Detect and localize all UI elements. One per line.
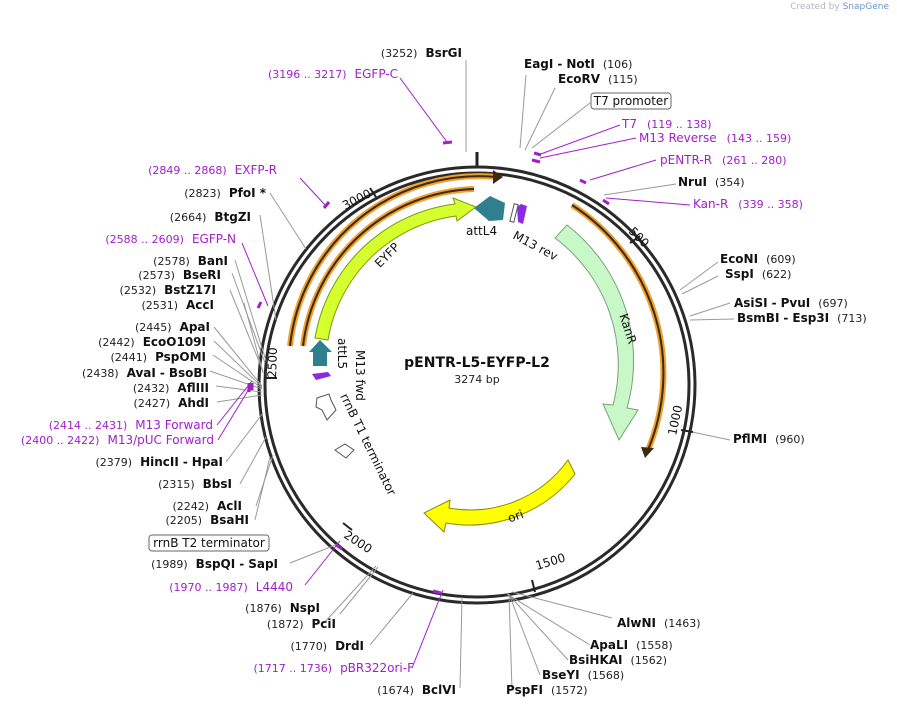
kanr-orf-inner bbox=[571, 204, 665, 451]
enzyme-eco0109i[interactable]: (2442)EcoO109I bbox=[98, 335, 206, 349]
m13-rev-marker bbox=[509, 203, 519, 223]
snapgene-logo: SnapGene bbox=[842, 2, 889, 12]
enzyme-bspqi-sapi[interactable]: (1989)BspQI-SapI bbox=[151, 557, 278, 571]
enzyme-pfoi[interactable]: (2823)PfoI * bbox=[184, 186, 266, 200]
tick-500-mark bbox=[629, 235, 641, 244]
primer-m13-reverse[interactable]: M13 Reverse(143 .. 159) bbox=[639, 131, 791, 145]
enzyme-pspfi[interactable]: PspFI(1572) bbox=[506, 683, 588, 697]
enzyme-acci[interactable]: (2531)AccI bbox=[141, 298, 214, 312]
enzyme-bani[interactable]: (2578)BanI bbox=[153, 254, 228, 268]
tick-1500-mark bbox=[531, 579, 536, 593]
rrnb-t1-arrow bbox=[315, 393, 337, 421]
boxed-labels: T7 promoter rrnB T2 terminator bbox=[148, 92, 672, 552]
rrnb-t1-arrow2 bbox=[334, 443, 355, 459]
enzyme-eagi-noti[interactable]: EagI-NotI(106) bbox=[524, 57, 632, 71]
kanr-orf-arrowhead bbox=[641, 447, 654, 458]
primer-exfp-r[interactable]: (2849 .. 2868)EXFP-R bbox=[148, 163, 277, 177]
m13-fwd-label: M13 fwd bbox=[353, 350, 367, 401]
primer-m13-puc-forward[interactable]: (2400 .. 2422)M13/pUC Forward bbox=[21, 433, 214, 447]
primer-pentr-r[interactable]: pENTR-R(261 .. 280) bbox=[660, 153, 787, 167]
kanr-arrow bbox=[554, 224, 639, 442]
eyfp-orf-inner2 bbox=[302, 188, 475, 347]
enzyme-nspi[interactable]: (1876)NspI bbox=[245, 601, 320, 615]
t7-promoter-label[interactable]: T7 promoter bbox=[593, 94, 669, 108]
enzyme-bbsi[interactable]: (2315)BbsI bbox=[158, 477, 232, 491]
m13-rev-arrow bbox=[517, 204, 527, 224]
enzyme-nrui[interactable]: NruI(354) bbox=[678, 175, 745, 189]
primer-marks bbox=[247, 140, 610, 595]
enzyme-alwni[interactable]: AlwNI(1463) bbox=[617, 616, 701, 630]
attl5-label: attL5 bbox=[335, 338, 349, 369]
primer-l4440[interactable]: (1970 .. 1987)L4440 bbox=[169, 580, 293, 594]
plasmid-name: pENTR-L5-EYFP-L2 bbox=[404, 355, 550, 371]
enzyme-bclvi[interactable]: (1674)BclVI bbox=[377, 683, 456, 697]
ori-label: ori bbox=[506, 507, 525, 525]
enzyme-drdi[interactable]: (1770)DrdI bbox=[290, 639, 364, 653]
enzyme-hincii-hpai[interactable]: (2379)HincII-HpaI bbox=[95, 455, 223, 469]
enzyme-aflii[interactable]: (2432)AflIII bbox=[133, 381, 209, 395]
enzyme-asisi-pvui[interactable]: AsiSI-PvuI(697) bbox=[734, 296, 848, 310]
enzyme-bseri[interactable]: (2573)BseRI bbox=[138, 268, 221, 282]
primer-m13-forward[interactable]: (2414 .. 2431)M13 Forward bbox=[49, 418, 213, 432]
m13-rev-label: M13 rev bbox=[511, 228, 560, 263]
rrnb-t2-label[interactable]: rrnB T2 terminator bbox=[153, 536, 265, 550]
enzyme-sspi[interactable]: SspI(622) bbox=[725, 267, 791, 281]
t7-promoter-box bbox=[590, 92, 672, 110]
enzyme-btgzi[interactable]: (2664)BtgZI bbox=[170, 210, 251, 224]
enzyme-pcii[interactable]: (1872)PciI bbox=[267, 617, 336, 631]
enzyme-econi[interactable]: EcoNI(609) bbox=[720, 252, 796, 266]
enzyme-bsrgi[interactable]: (3252)BsrGI bbox=[381, 46, 462, 60]
enzyme-bsahi[interactable]: (2205)BsaHI bbox=[166, 513, 249, 527]
attl4-label: attL4 bbox=[466, 224, 497, 238]
enzyme-pspomi[interactable]: (2441)PspOMI bbox=[110, 350, 206, 364]
enzyme-ecorv[interactable]: EcoRV(115) bbox=[558, 72, 638, 86]
primer-labels: (3196 .. 3217)EGFP-C T7(119 .. 138) M13 … bbox=[21, 67, 803, 675]
leader-lines bbox=[209, 60, 735, 691]
tick-1500: 1500 bbox=[534, 551, 567, 573]
plasmid-length: 3274 bp bbox=[454, 373, 499, 386]
enzyme-ahdi[interactable]: (2427)AhdI bbox=[134, 396, 209, 410]
enzyme-labels-left: (3252)BsrGI (1674)BclVI (1770)DrdI (1872… bbox=[82, 46, 462, 697]
eyfp-orf-arrowhead1 bbox=[493, 170, 503, 184]
tick-1000-mark bbox=[680, 429, 694, 433]
enzyme-labels-right: EagI-NotI(106) EcoRV(115) NruI(354) EcoN… bbox=[506, 57, 867, 697]
primer-t7[interactable]: T7(119 .. 138) bbox=[621, 117, 712, 131]
enzyme-bseyi[interactable]: BseYI(1568) bbox=[542, 668, 624, 682]
enzyme-bstz17i[interactable]: (2532)BstZ17I bbox=[120, 283, 216, 297]
tick-3000-mark bbox=[369, 187, 377, 198]
backbone-inner bbox=[263, 171, 691, 599]
ori-arrow bbox=[423, 459, 576, 533]
tick-2000-mark bbox=[342, 522, 353, 531]
attl5-arrow bbox=[309, 340, 332, 366]
rrnb-t2-box bbox=[148, 534, 270, 552]
eyfp-arrow bbox=[314, 197, 478, 341]
enzyme-apai[interactable]: (2445)ApaI bbox=[135, 320, 210, 334]
enzyme-acli[interactable]: (2242)AclI bbox=[172, 499, 242, 513]
enzyme-bsihkai[interactable]: BsiHKAI(1562) bbox=[569, 653, 667, 667]
eyfp-orf-inner1 bbox=[289, 175, 498, 347]
backbone-outer bbox=[257, 165, 697, 605]
tick-1000: 1000 bbox=[665, 404, 685, 437]
credit-prefix: Created by bbox=[790, 2, 840, 12]
primer-pbr322ori-f[interactable]: (1717 .. 1736)pBR322ori-F bbox=[254, 661, 415, 675]
primer-egfp-n[interactable]: (2588 .. 2609)EGFP-N bbox=[105, 232, 236, 246]
primer-leaders bbox=[216, 77, 691, 669]
enzyme-pflmi[interactable]: PflMI(960) bbox=[733, 432, 805, 446]
m13-fwd-arrow bbox=[312, 372, 331, 380]
tick-2500: 2500 bbox=[265, 347, 280, 378]
enzyme-apali[interactable]: ApaLI(1558) bbox=[590, 638, 673, 652]
snapgene-credit: Created by SnapGene bbox=[790, 2, 889, 12]
attl4-arrow bbox=[474, 196, 505, 221]
primer-kan-r[interactable]: Kan-R(339 .. 358) bbox=[693, 197, 803, 211]
enzyme-bsmbi-esp3i[interactable]: BsmBI-Esp3I(713) bbox=[737, 311, 867, 325]
enzyme-avai-bsobi[interactable]: (2438)AvaI-BsoBI bbox=[82, 366, 207, 380]
primer-egfp-c[interactable]: (3196 .. 3217)EGFP-C bbox=[268, 67, 398, 81]
